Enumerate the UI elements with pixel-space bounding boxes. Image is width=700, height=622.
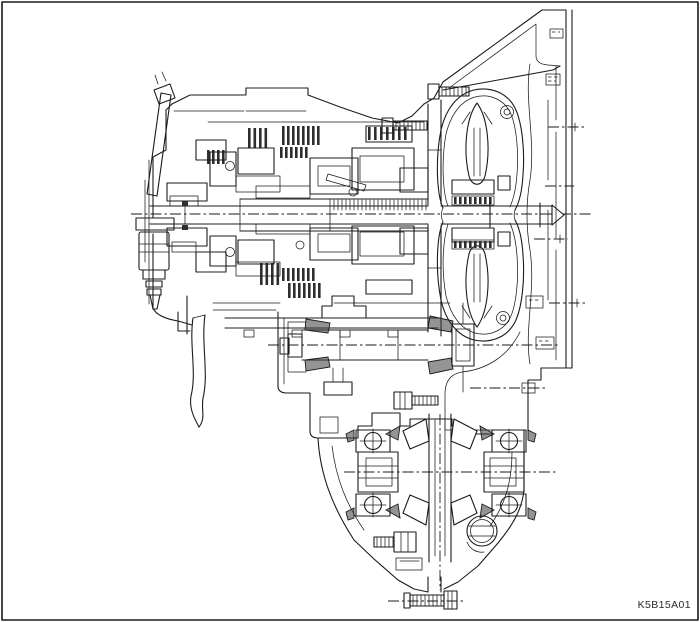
check-ball-icon (225, 247, 235, 257)
tube-cap (153, 83, 176, 105)
side-gears (357, 451, 525, 493)
bell-housing (423, 9, 573, 433)
torque-converter (436, 88, 565, 342)
one-way-clutch-icon (496, 311, 510, 325)
tapered-roller-bearings (304, 315, 454, 375)
turbine-blades (461, 102, 493, 328)
pivot-pin-icon (295, 240, 305, 250)
manual-lever (325, 173, 367, 192)
carrier-bolt (373, 531, 423, 571)
transmission-case (144, 87, 521, 439)
case-bolt (393, 391, 439, 410)
main-shaft (149, 198, 429, 232)
centerlines (131, 122, 592, 602)
case-bolt (381, 117, 428, 134)
turbine-hub (451, 175, 511, 250)
differential (317, 412, 537, 610)
pivot-pin-icon (348, 187, 358, 197)
dipstick-tube (146, 71, 176, 197)
alignment-tick-marks (470, 122, 585, 389)
side-bearings (345, 428, 537, 521)
input-shaft (440, 202, 565, 228)
figure-code: K5B15A01 (638, 599, 691, 611)
shift-solenoid (135, 217, 175, 310)
pinion-gears (385, 413, 495, 563)
shaft-tip (551, 204, 565, 226)
drain-plug (466, 515, 498, 553)
one-way-clutch-icon (500, 105, 514, 119)
clutch-packs (207, 126, 407, 298)
oil-pan-break-line (177, 295, 206, 428)
counter-shaft (279, 295, 475, 410)
bottom-stud (403, 590, 458, 610)
check-ball-icon (225, 161, 235, 171)
engine-mount-flange (526, 9, 573, 433)
gear-train (166, 83, 470, 338)
